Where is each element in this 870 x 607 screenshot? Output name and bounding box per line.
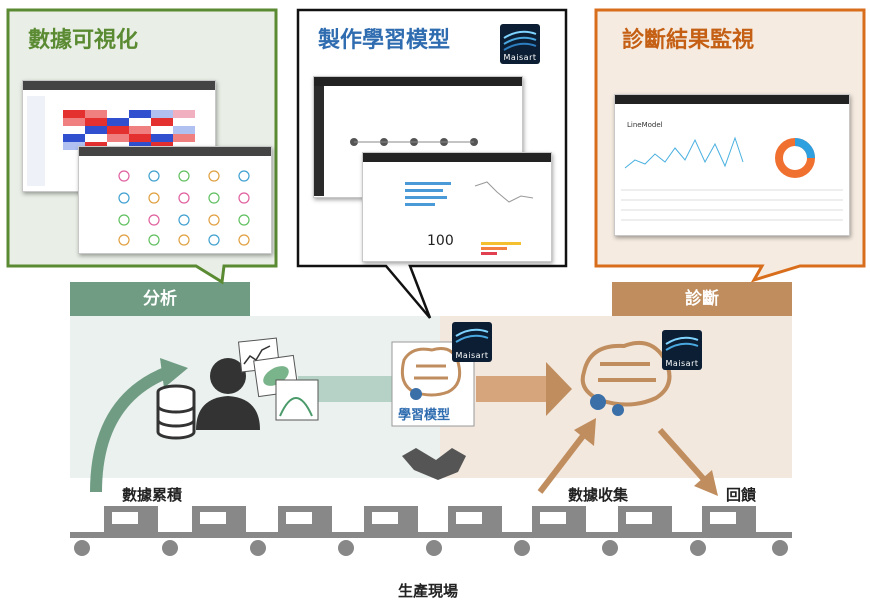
diagnosis-logo: Maisart xyxy=(662,330,702,370)
model-title: 製作學習模型 xyxy=(318,28,451,53)
visualize-title: 數據可視化 xyxy=(28,28,139,53)
monitor-title: 診斷結果監視 xyxy=(622,28,755,53)
analysis-band: 分析 xyxy=(70,282,250,316)
monitor-graphic xyxy=(621,136,843,221)
analyst-icon xyxy=(196,358,260,430)
data-accumulation-label: 數據累積 xyxy=(122,486,183,504)
model-logo-swoosh-icon xyxy=(455,328,489,343)
evaluation-graphic xyxy=(405,181,534,255)
model-score-value: 100 xyxy=(427,233,454,249)
heatmap-graphic xyxy=(27,96,195,186)
maisart-logo-text: Maisart xyxy=(503,53,537,62)
analysis-chart-cards xyxy=(237,337,319,421)
feedback-label: 回饋 xyxy=(726,486,757,504)
heatmap-screen xyxy=(22,80,216,192)
workflow-graphic xyxy=(314,86,478,196)
learning-model-document xyxy=(391,341,475,427)
model-logo: Maisart xyxy=(452,322,492,362)
production-site-label: 生產現場 xyxy=(398,582,459,600)
production-line xyxy=(70,506,792,556)
analysis-label: 分析 xyxy=(143,289,177,309)
evaluation-screen: 100 xyxy=(362,152,552,262)
monitor-screen: LineModel xyxy=(614,94,850,236)
logo-swoosh-icon xyxy=(503,30,537,51)
maisart-logo: Maisart xyxy=(500,24,540,64)
model-logo-text: Maisart xyxy=(455,351,489,360)
scatter-matrix-screen xyxy=(78,146,272,254)
diagnosis-logo-swoosh-icon xyxy=(665,336,699,351)
database-icon xyxy=(156,384,196,440)
model-gears-icon xyxy=(410,388,422,400)
diagnosis-band: 診斷 xyxy=(612,282,792,316)
diagnosis-label: 診斷 xyxy=(685,289,719,309)
learning-model-label: 學習模型 xyxy=(398,408,451,423)
diagnosis-gears-icon xyxy=(590,394,624,416)
data-collection-label: 數據收集 xyxy=(568,486,629,504)
diagnosis-logo-text: Maisart xyxy=(665,359,699,368)
monitor-chart-title: LineModel xyxy=(627,121,663,129)
handshake-icon xyxy=(402,448,466,480)
scatter-matrix-graphic xyxy=(118,170,250,246)
